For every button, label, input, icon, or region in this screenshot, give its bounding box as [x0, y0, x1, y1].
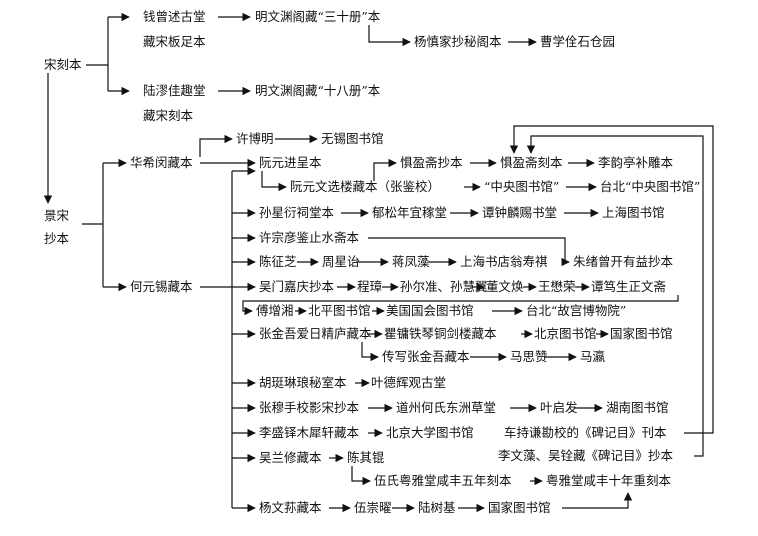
node-he-yuanxi: 何元锡藏本	[130, 279, 193, 294]
node-ming-wyg-30: 明文渊阁藏“三十册”本	[255, 9, 381, 24]
node-shanghai-lib: 上海图书馆	[602, 205, 665, 220]
edge-ming30-yangshen	[368, 25, 411, 47]
node-beijing-lib: 北京图书馆	[534, 326, 597, 341]
edge-hua-xuboming	[199, 134, 233, 157]
edge-chen-wuyueya	[351, 466, 371, 486]
node-chen-zhengzhi: 陈征芝	[259, 254, 297, 269]
node-pku-lib: 北京大学图书馆	[386, 425, 474, 440]
node-yu-songnian: 郁松年宜稼堂	[372, 205, 448, 220]
node-daozhou-he: 道州何氏东洲草堂	[396, 400, 497, 415]
node-central-lib: “中央图书馆”	[484, 179, 560, 194]
edge-xu-zhu	[368, 237, 570, 267]
node-jyz-chao: 惧盈斋抄本	[400, 155, 463, 170]
node-chuan-xie: 传写张金吾藏本	[382, 349, 470, 364]
node-dong-wenhuan: 董文焕	[486, 279, 524, 294]
node-hu-tinglin: 胡珽琳琅秘室本	[259, 375, 347, 390]
node-fu-zengxiang: 傅增湘	[256, 303, 294, 318]
node-taibei-central: 台北“中央图书馆”	[600, 179, 701, 194]
node-li-shengduo: 李盛铎木犀轩藏本	[259, 425, 360, 440]
node-ming-wyg-18: 明文渊阁藏“十八册”本	[255, 83, 381, 98]
node-ye-qifa: 叶启发	[540, 400, 578, 415]
node-cheng-zhang: 程璋	[357, 279, 383, 294]
node-sun-xingyan: 孙星衍祠堂本	[259, 205, 335, 220]
edge-ruan-wenxuan	[261, 171, 287, 192]
node-li-wenqi: 李文藻、吴铨藏《碑记目》抄本	[498, 448, 674, 463]
node-zhang-muzhai: 张穆手校影宋抄本	[259, 400, 360, 415]
node-ye-dehui: 叶德辉观古堂	[371, 375, 447, 390]
node-ruan-jincheng: 阮元进呈本	[259, 155, 322, 170]
node-wumen-jiaqing: 吴门嘉庆抄本	[259, 279, 335, 294]
edge-national-up	[562, 492, 633, 509]
node-sun-er: 孙尔准、孙慧翼	[400, 279, 488, 294]
node-cang-song-ke: 藏宋刻本	[143, 108, 194, 123]
node-chen-qikun: 陈其锟	[347, 450, 385, 465]
node-tan-dusheng: 谭笃生正文斋	[591, 279, 667, 294]
node-wu-chongyao: 伍崇曜	[354, 500, 392, 515]
node-cang-song-ban: 藏宋板足本	[143, 34, 206, 49]
node-li-yunting: 李韵亭补雕本	[598, 155, 674, 170]
node-us-lib: 美国国会图书馆	[386, 303, 474, 318]
node-zhou-xingyi: 周星诒	[322, 254, 360, 269]
node-ma-ying: 马瀛	[580, 349, 606, 364]
node-lu-miu: 陆漻佳趣堂	[143, 83, 206, 98]
edge-tan-fu	[242, 295, 679, 316]
node-wu-yueya-5: 伍氏粤雅堂咸丰五年刻本	[374, 473, 512, 488]
edge-wenxuan-jyzchao	[373, 158, 397, 181]
node-jyz-ke: 惧盈斋刻本	[500, 155, 563, 170]
node-hua-xiquan: 华希闵藏本	[130, 155, 193, 170]
node-yang-shen: 杨慎家抄秘阁本	[414, 34, 502, 49]
node-yang-wensun: 杨文荪藏本	[259, 500, 322, 515]
node-national-lib-2: 国家图书馆	[488, 500, 551, 515]
node-che-chiqian: 车持谦勘校的《碑记目》刊本	[504, 425, 667, 440]
node-zhang-jinwu: 张金吾爱日精庐藏本	[259, 326, 372, 341]
edge-zhang-chuanxie	[361, 342, 379, 362]
node-qian-ceng: 钱曾述古堂	[143, 9, 206, 24]
node-chaoben: 抄本	[44, 231, 70, 246]
node-taibei-palace: 台北“故宫博物院”	[526, 303, 627, 318]
node-wu-lanxiu: 吴兰修藏本	[259, 450, 322, 465]
node-yueya-10: 粤雅堂咸丰十年重刻本	[546, 473, 672, 488]
node-lu-shuji: 陆树基	[418, 500, 456, 515]
node-jiang-fengzao: 蒋凤藻	[392, 254, 430, 269]
node-ruan-wenxuan: 阮元文选楼藏本（张鉴校）	[290, 179, 441, 194]
node-hunan-lib: 湖南图书馆	[606, 400, 669, 415]
node-jingsong: 景宋	[44, 208, 70, 223]
node-wang-maorong: 王懋荣	[538, 279, 576, 294]
node-cao-xuequan: 曹学佺石仓园	[540, 34, 616, 49]
node-shanghai-shudian: 上海书店翁寿祺	[460, 254, 548, 269]
edge-liwenqi-jyzke	[526, 135, 704, 457]
node-beiping-lib: 北平图书馆	[308, 303, 371, 318]
node-national-lib: 国家图书馆	[610, 326, 673, 341]
node-qu-yong: 瞿镛铁琴铜剑楼藏本	[384, 326, 497, 341]
node-tan-zhonglin: 谭钟麟赐书堂	[482, 205, 558, 220]
node-xu-zongyan: 许宗彦鉴止水斋本	[259, 230, 360, 245]
node-ma-sizan: 马思赞	[510, 349, 548, 364]
node-song-ke: 宋刻本	[44, 57, 82, 72]
node-zhu-xuzeng: 朱绪曾开有益抄本	[573, 254, 674, 269]
node-xu-boming: 许博明	[236, 131, 274, 146]
node-wuxi-lib: 无锡图书馆	[321, 131, 384, 146]
